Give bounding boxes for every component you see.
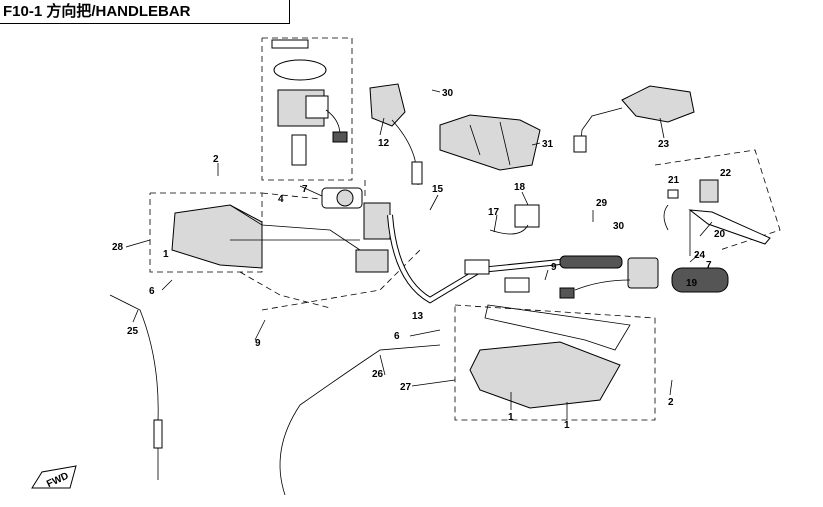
callout-26: 26 <box>372 369 384 380</box>
callout-24: 24 <box>694 250 706 261</box>
right-switch-grip <box>574 257 729 293</box>
cables <box>109 294 441 496</box>
callout-27: 27 <box>400 382 412 393</box>
callout-22: 22 <box>720 168 732 179</box>
callout-25: 25 <box>127 326 139 337</box>
callout-30-top: 30 <box>442 88 454 99</box>
mirror-left <box>369 83 423 186</box>
callout-1-left: 1 <box>163 249 169 260</box>
callout-15: 15 <box>432 184 444 195</box>
diagram-title: F10-1 方向把/HANDLEBAR <box>0 0 290 24</box>
callout-13: 13 <box>412 311 424 322</box>
callout-28: 28 <box>112 242 124 253</box>
callout-20: 20 <box>714 229 726 240</box>
callout-2-right: 2 <box>668 397 674 408</box>
callout-7-left: 7 <box>302 184 308 195</box>
hand-guard-left <box>171 204 361 269</box>
callout-6-mid: 6 <box>394 331 400 342</box>
callout-2-top: 2 <box>213 154 219 165</box>
group-outlines <box>149 37 781 421</box>
switch-assembly <box>271 39 348 166</box>
callout-7-right: 7 <box>706 260 712 271</box>
callout-23: 23 <box>658 139 670 150</box>
right-lever <box>663 179 771 245</box>
callout-18: 18 <box>514 182 526 193</box>
hand-guard-top <box>439 114 541 171</box>
callout-17: 17 <box>488 207 500 218</box>
callout-19: 19 <box>686 278 698 289</box>
callout-9-right: 9 <box>551 262 557 273</box>
callout-30-mid: 30 <box>613 221 625 232</box>
leader-lines <box>125 89 713 420</box>
handlebar <box>387 214 623 304</box>
callout-1-right-b: 1 <box>564 420 570 431</box>
callout-4: 4 <box>278 194 284 205</box>
callout-31: 31 <box>542 139 554 150</box>
callout-1-right-a: 1 <box>508 412 514 423</box>
callout-labels: 30 12 31 23 2 4 15 18 29 22 21 7 17 30 2… <box>112 88 732 431</box>
throttle-housing <box>321 187 391 273</box>
bar-clamps <box>464 204 575 299</box>
fwd-arrow: FWD <box>31 465 77 490</box>
callout-29: 29 <box>596 198 608 209</box>
callout-12: 12 <box>378 138 390 149</box>
callout-21: 21 <box>668 175 680 186</box>
callout-6-left: 6 <box>149 286 155 297</box>
callout-9-left: 9 <box>255 338 261 349</box>
mirror-right <box>573 85 695 153</box>
hand-guard-right <box>469 304 631 409</box>
